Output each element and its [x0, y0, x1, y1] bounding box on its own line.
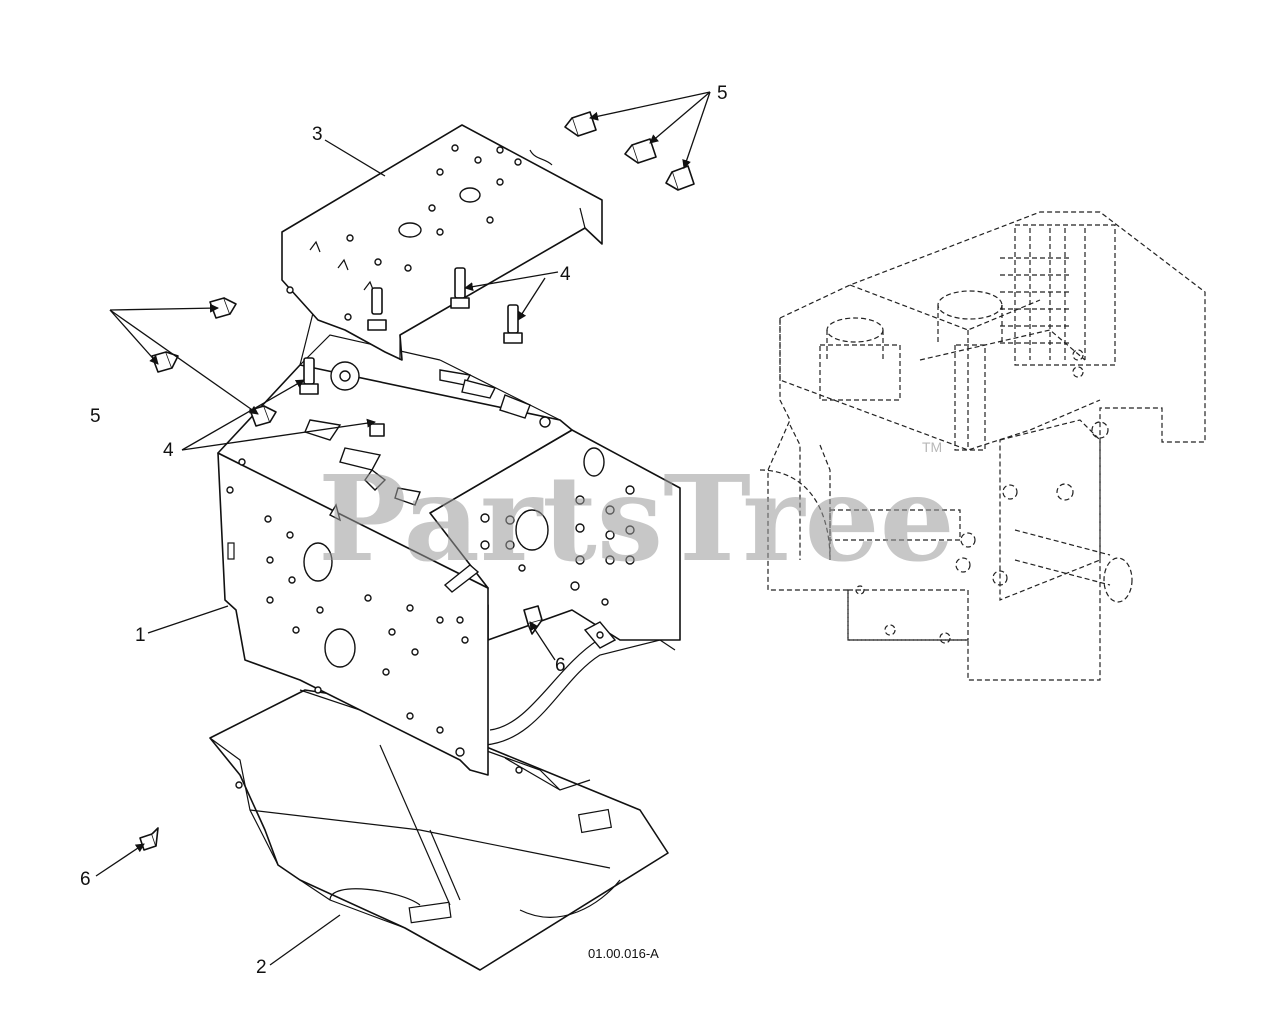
stud-pin	[503, 304, 523, 344]
bolts	[151, 111, 695, 427]
figure-code: 01.00.016-A	[588, 946, 659, 961]
watermark-text: PartsTree	[318, 449, 955, 588]
callout-5-top: 5	[717, 83, 728, 104]
upper-bracket	[281, 124, 603, 361]
screw	[139, 827, 159, 851]
main-frame	[217, 304, 681, 776]
stud-pin	[299, 357, 319, 395]
callout-6-right: 6	[555, 655, 566, 676]
callout-6-left: 6	[80, 869, 91, 890]
bolt	[624, 138, 657, 164]
engine-phantom-outline	[759, 211, 1206, 681]
watermark-trademark: TM	[922, 439, 942, 455]
bolt	[564, 111, 597, 137]
screw	[523, 605, 543, 635]
bottom-cover-plate	[209, 689, 669, 971]
leader-lines	[95, 91, 711, 966]
callout-4-left: 4	[163, 440, 174, 461]
callout-3: 3	[312, 124, 323, 145]
bolt	[209, 297, 237, 319]
callout-5-left: 5	[90, 406, 101, 427]
callout-4-top: 4	[560, 264, 571, 285]
bolt	[665, 165, 695, 191]
stud-pins	[299, 267, 523, 437]
callout-1: 1	[135, 625, 146, 646]
stud-pin	[367, 287, 387, 437]
callout-2: 2	[256, 957, 267, 978]
